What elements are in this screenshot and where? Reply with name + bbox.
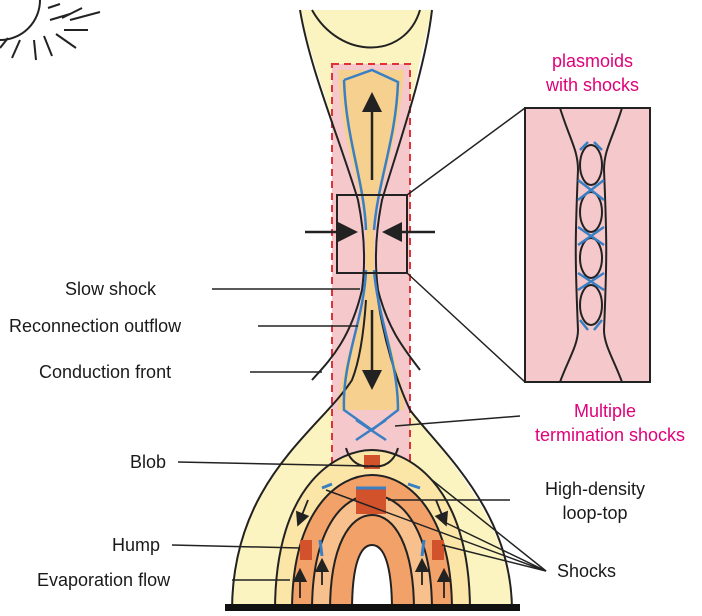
- label-shocks: Shocks: [557, 562, 616, 580]
- label-slow-shock: Slow shock: [65, 280, 156, 298]
- label-blob: Blob: [130, 453, 166, 471]
- label-reconnection-outflow: Reconnection outflow: [9, 317, 181, 335]
- label-hump: Hump: [112, 536, 160, 554]
- chromosphere-base: [225, 604, 520, 611]
- label-conduction-front: Conduction front: [39, 363, 171, 381]
- label-multiple-line1: Multiple: [540, 402, 670, 420]
- label-plasmoids-line2: with shocks: [520, 76, 665, 94]
- plasmoid-inset: [525, 108, 650, 382]
- label-multiple-line2: termination shocks: [525, 426, 695, 444]
- label-plasmoids-line1: plasmoids: [530, 52, 655, 70]
- label-evaporation-flow: Evaporation flow: [37, 571, 170, 589]
- label-high-density-line2: loop-top: [525, 504, 665, 522]
- label-high-density-line1: High-density: [525, 480, 665, 498]
- sun-icon: [0, 0, 100, 60]
